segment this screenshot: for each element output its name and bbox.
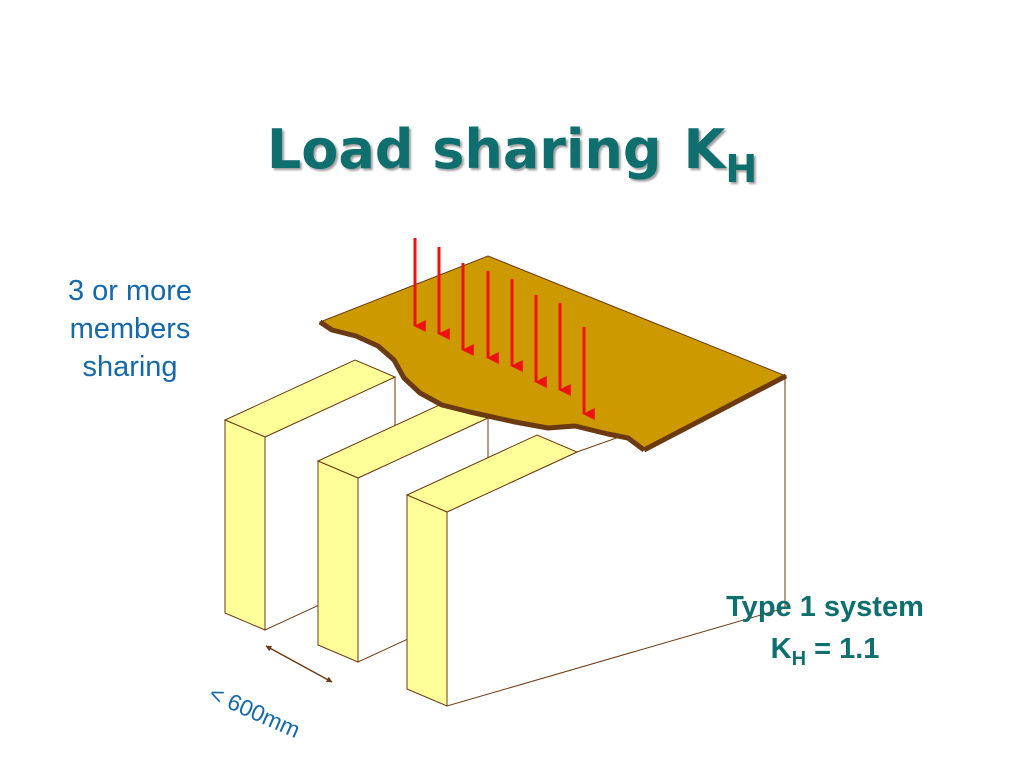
slide-title: Load sharing KH [0, 118, 1024, 191]
spacing-dimension-line [265, 645, 333, 683]
kh-value: = 1.1 [806, 633, 880, 665]
joist-3-end [406, 494, 448, 707]
kh-symbol: K [770, 633, 792, 665]
joist-1-end [224, 419, 266, 631]
load-arrows [413, 238, 595, 420]
members-label-line-1: 3 or more [67, 275, 193, 307]
kh-subscript: H [791, 648, 807, 670]
sheathing-front-edge [642, 373, 788, 453]
system-type-label: Type 1 system KH = 1.1 [690, 586, 960, 673]
sheathing-broken-edge [318, 319, 646, 452]
system-type-line: Type 1 system [726, 591, 924, 623]
members-sharing-label: 3 or more members sharing [40, 272, 220, 386]
joist-2-end [317, 460, 359, 663]
title-symbol: K [683, 118, 726, 182]
members-label-line-3: sharing [82, 351, 178, 383]
members-label-line-2: members [69, 313, 191, 345]
title-subscript: H [725, 147, 758, 192]
kh-value-line: KH = 1.1 [690, 628, 960, 673]
joist-3 [405, 377, 786, 707]
sheathing-board [318, 255, 788, 453]
title-main: Load sharing [266, 118, 662, 182]
